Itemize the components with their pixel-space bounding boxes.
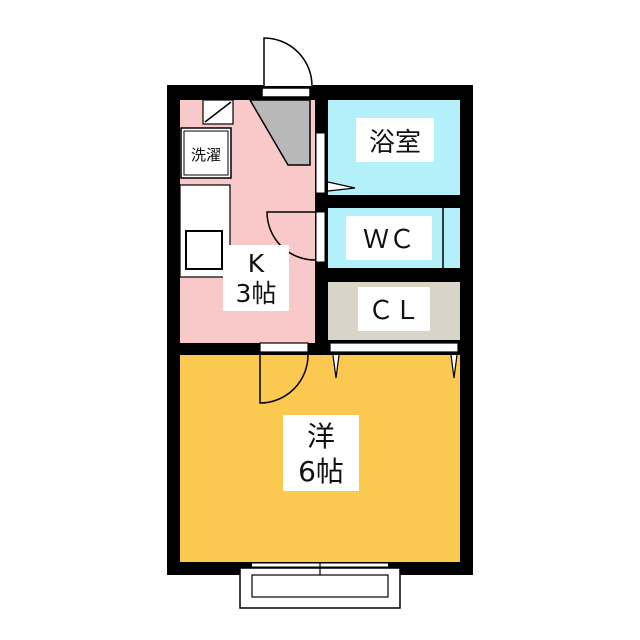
entrance-area [248, 99, 311, 166]
kitchen-size: 3帖 [236, 279, 277, 308]
wc-door-icon [266, 211, 316, 261]
laundry-icon [180, 127, 232, 179]
western-size: 6帖 [298, 455, 344, 488]
western-door-icon [259, 354, 309, 404]
bath-label: 浴室 [369, 128, 421, 158]
laundry-label: 洗濯 [191, 146, 221, 164]
kitchen-label: K [248, 249, 265, 278]
wc-label: ＷＣ [363, 225, 415, 255]
bath-door-icon [327, 181, 356, 192]
sink-icon [185, 230, 223, 270]
closet-label: ＣＬ [368, 296, 420, 326]
closet-door-icon [332, 354, 340, 379]
entrance-door-opening [261, 87, 311, 98]
entrance-door-icon [263, 37, 313, 87]
western-label: 洋 [307, 420, 335, 453]
